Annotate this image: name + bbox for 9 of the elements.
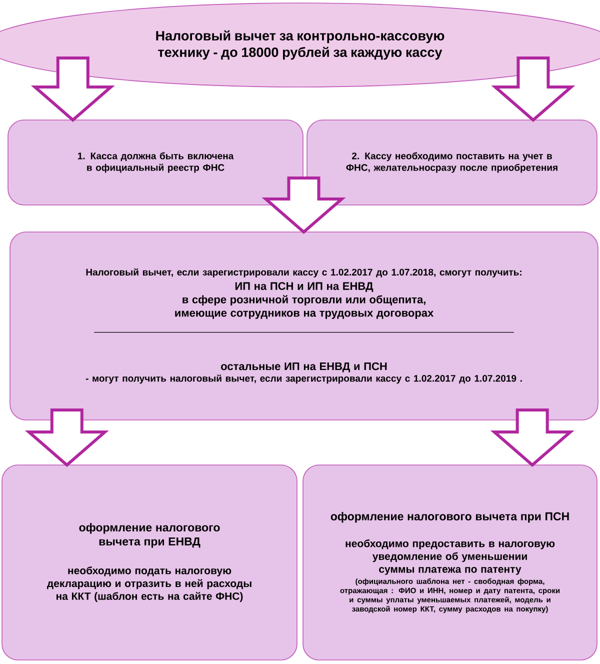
- block-arrow: [490, 408, 574, 467]
- block-arrow: [30, 56, 115, 122]
- procedure-box: оформление налогового вычета при ЕНВД необходимо подать налоговую декларацию и отразить в ней расходы на ККТ (шаблон есть на сайте ФНС): [2, 464, 298, 660]
- block-arrow: [24, 408, 109, 467]
- step-box: 2. Кассу необходимо поставить на учет в ФНС, желательносразу после приобретения: [306, 120, 598, 206]
- info-box: Налоговый вычет, если зарегистрировали кассу с 1.02.2017 до 1.07.2018, смогут получить: ИП на ПСН и ИП на ЕНВД в сфере розничной торговли или общепита, имеющие сотрудников на трудовых договорах остальные ИП на ЕНВД и ПСН - могут получить налоговый вычет, если зарегистрировали кассу с 1.02.2017 до 1.07.2019 .: [10, 232, 598, 420]
- block-arrow: [491, 56, 576, 122]
- block-arrow: [262, 176, 346, 234]
- step-box: 1. Касса должна быть включена в официальный реестр ФНС: [8, 120, 304, 206]
